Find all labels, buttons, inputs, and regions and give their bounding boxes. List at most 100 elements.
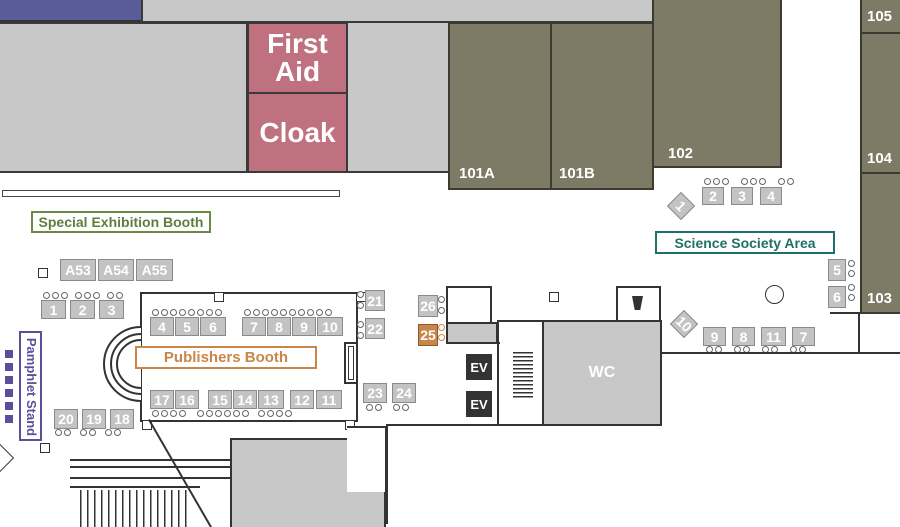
booth-8[interactable]: 8 — [267, 317, 291, 336]
cup-icon — [632, 296, 643, 310]
wall-ev-top — [460, 342, 500, 344]
booth-s10[interactable]: 10 — [669, 309, 699, 339]
booth-11[interactable]: 11 — [316, 390, 342, 409]
booth-10[interactable]: 10 — [317, 317, 343, 336]
pamphlet-slot-1 — [5, 350, 13, 358]
booth-dots-23-24 — [366, 404, 411, 411]
escalator-lines-2 — [70, 466, 230, 472]
booth-dots-s5-s6 — [848, 260, 857, 301]
booth-20[interactable]: 20 — [54, 409, 78, 429]
room-103-label: 103 — [867, 290, 893, 307]
booth-15[interactable]: 15 — [208, 390, 232, 409]
booth-a53[interactable]: A53 — [60, 259, 96, 281]
booth-26[interactable]: 26 — [418, 295, 438, 317]
side-panel-inner — [348, 346, 354, 380]
booth-dots-21-22 — [357, 291, 366, 339]
booth-1[interactable]: 1 — [41, 300, 66, 319]
hall-room-gray — [0, 22, 248, 173]
booth-23[interactable]: 23 — [363, 383, 387, 403]
booth-s6[interactable]: 6 — [828, 286, 846, 308]
top-left-room-purple — [0, 0, 143, 22]
room-101a[interactable]: 101A — [448, 22, 552, 190]
booth-s7[interactable]: 7 — [792, 327, 815, 346]
room-105-label: 105 — [867, 8, 893, 25]
wall-right-lower — [660, 352, 900, 354]
escalator-top-line — [70, 486, 200, 488]
booth-14[interactable]: 14 — [233, 390, 257, 409]
booth-s9[interactable]: 9 — [703, 327, 726, 346]
booth-7[interactable]: 7 — [242, 317, 266, 336]
small-room-white — [446, 286, 492, 324]
table-circle-icon — [765, 285, 784, 304]
room-101b[interactable]: 101B — [550, 22, 654, 190]
top-gray-strip — [141, 0, 654, 23]
booth-13[interactable]: 13 — [258, 390, 284, 409]
booth-s11[interactable]: 11 — [761, 327, 786, 346]
room-102[interactable]: 102 — [652, 0, 782, 168]
info-square-icon — [38, 268, 48, 278]
science-society-label[interactable]: Science Society Area — [655, 231, 835, 254]
room-103[interactable]: 103 — [860, 172, 900, 314]
room-104[interactable]: 104 — [860, 32, 900, 174]
room-105[interactable]: 105 — [860, 0, 900, 34]
pamphlet-stand-label[interactable] — [19, 331, 42, 441]
pamphlet-slot-3 — [5, 376, 13, 384]
partition-bar — [2, 190, 340, 197]
room-104-label: 104 — [867, 150, 893, 167]
booth-s8[interactable]: 8 — [732, 327, 755, 346]
staircase-icon — [513, 352, 533, 399]
small-room-gray — [446, 322, 498, 344]
wc-room[interactable]: WC — [542, 320, 662, 426]
booth-4[interactable]: 4 — [150, 317, 174, 336]
wall-bottom-3 — [386, 424, 388, 524]
pamphlet-slot-5 — [5, 402, 13, 410]
escalator-lines — [70, 459, 230, 479]
booth-s4[interactable]: 4 — [760, 187, 782, 205]
booth-3[interactable]: 3 — [99, 300, 124, 319]
info-square-icon-2 — [549, 292, 559, 302]
booth-s5[interactable]: 5 — [828, 259, 846, 281]
room-101b-label: 101B — [559, 165, 595, 182]
booth-18[interactable]: 18 — [110, 409, 134, 429]
elevator-1[interactable]: EV — [466, 354, 492, 380]
booth-dots-4-6 — [152, 309, 224, 316]
pamphlet-slot-4 — [5, 389, 13, 397]
booth-dots-1-3 — [43, 292, 125, 299]
booth-17[interactable]: 17 — [150, 390, 174, 409]
booth-12[interactable]: 12 — [290, 390, 314, 409]
first-aid-room[interactable]: First Aid — [247, 22, 348, 94]
booth-6[interactable]: 6 — [200, 317, 226, 336]
pamphlet-slot-2 — [5, 363, 13, 371]
booth-a55[interactable]: A55 — [136, 259, 173, 281]
info-square-icon-3 — [40, 443, 50, 453]
pamphlet-slot-6 — [5, 415, 13, 423]
booth-2[interactable]: 2 — [70, 300, 95, 319]
publishers-booth-label[interactable]: Publishers Booth — [135, 346, 317, 369]
pamphlet-stand-text: Pamphlet Stand — [24, 337, 39, 437]
booth-s3[interactable]: 3 — [731, 187, 753, 205]
booth-s1[interactable]: 1 — [666, 191, 696, 221]
gray-block-center — [346, 21, 450, 173]
booth-19[interactable]: 19 — [82, 409, 106, 429]
booth-24[interactable]: 24 — [392, 383, 416, 403]
left-arrow-corner — [0, 443, 15, 473]
booth-22[interactable]: 22 — [365, 318, 385, 339]
special-exhibition-label[interactable]: Special Exhibition Booth — [31, 211, 211, 233]
booth-dots-7-10 — [244, 309, 334, 316]
cloak-room[interactable]: Cloak — [247, 92, 348, 173]
booth-dots-11-17 — [152, 410, 294, 417]
booth-9[interactable]: 9 — [292, 317, 316, 336]
booth-s2[interactable]: 2 — [702, 187, 724, 205]
bottom-gray-wing — [347, 426, 387, 492]
booth-dots-s2-s4 — [704, 178, 796, 185]
booth-16[interactable]: 16 — [175, 390, 199, 409]
booth-a54[interactable]: A54 — [98, 259, 134, 281]
elevator-2[interactable]: EV — [466, 391, 492, 417]
room-102-label: 102 — [668, 145, 694, 162]
booth-25[interactable]: 25 — [418, 324, 438, 346]
booth-dots-18-20 — [55, 429, 123, 436]
room-101a-label: 101A — [459, 165, 495, 182]
booth-5[interactable]: 5 — [175, 317, 199, 336]
booth-21[interactable]: 21 — [365, 290, 385, 311]
